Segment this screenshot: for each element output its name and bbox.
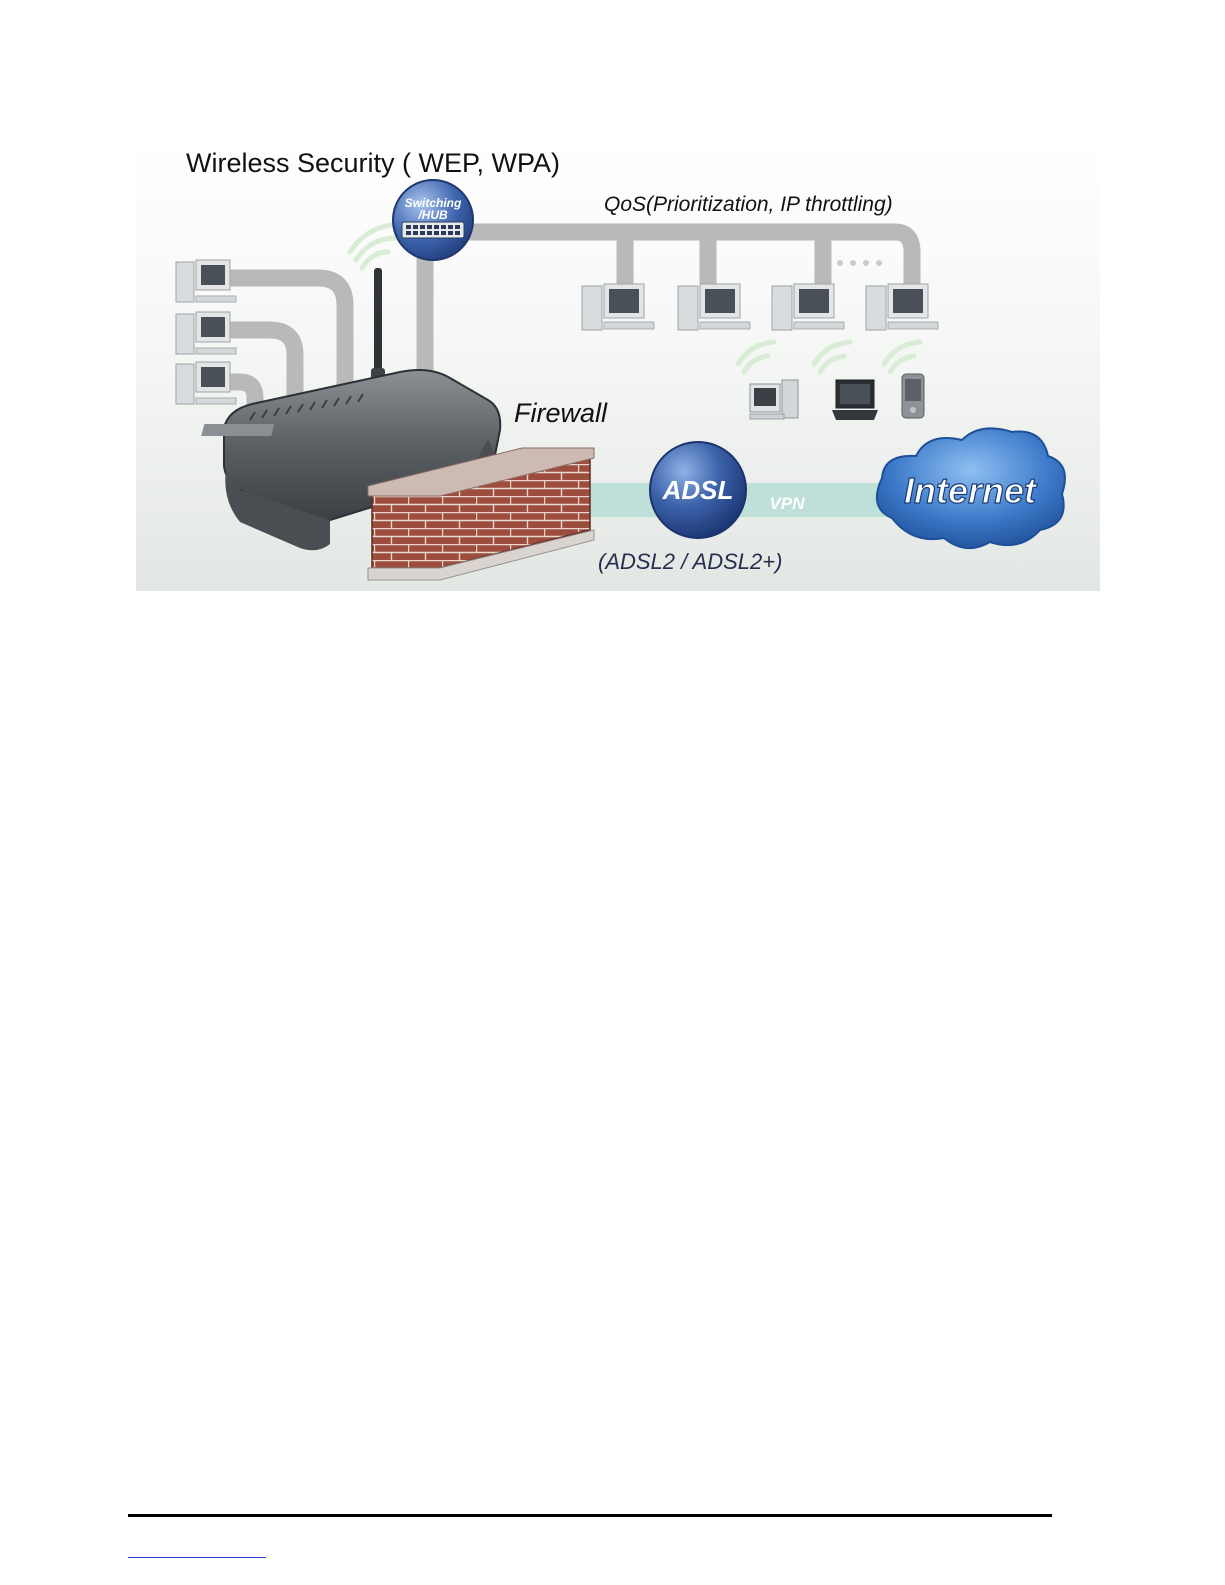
diagram-title: Wireless Security ( WEP, WPA) [186, 148, 560, 179]
adsl-standards-label: (ADSL2 / ADSL2+) [598, 549, 782, 575]
switch-hub-icon: Switching /HUB [393, 180, 473, 260]
adsl-label: ADSL [662, 475, 734, 505]
vpn-label: VPN [770, 494, 806, 513]
firewall-label: Firewall [514, 398, 607, 429]
internet-label: Internet [904, 470, 1038, 511]
hub-label-line2: /HUB [417, 208, 448, 222]
footer-divider [128, 1514, 1052, 1517]
footer-link-underline [128, 1557, 266, 1558]
desktop-pc-icon [176, 260, 236, 404]
pda-icon [902, 374, 924, 418]
qos-label: QoS(Prioritization, IP throttling) [604, 193, 893, 217]
laptop-icon [832, 380, 878, 420]
adsl-globe-icon: ADSL [650, 442, 746, 538]
